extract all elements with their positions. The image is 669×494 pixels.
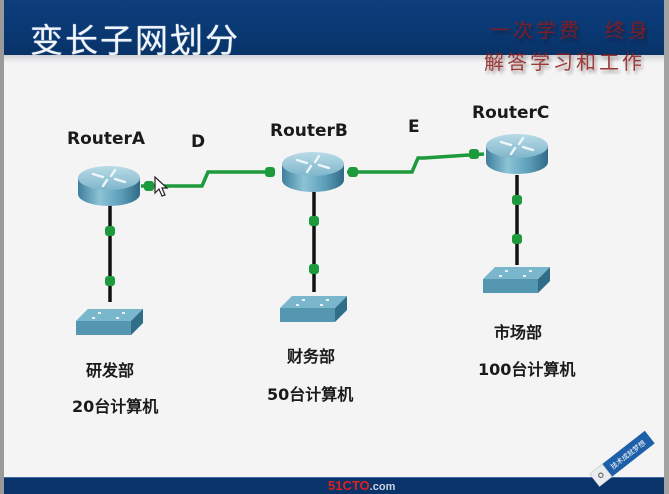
serial-link-e[interactable] [347, 149, 485, 177]
router-b-label: RouterB [270, 121, 348, 141]
dept-c-name: 市场部 [494, 323, 543, 342]
window-edge [664, 0, 669, 494]
router-c-icon[interactable] [486, 134, 548, 174]
dept-c-hosts: 100台计算机 [478, 360, 576, 379]
dept-b-hosts: 50台计算机 [267, 385, 354, 404]
ribbon-tag: 技术成就梦想 [589, 430, 655, 487]
brand-logo: 51CTO.com [328, 478, 395, 494]
switch-b-icon[interactable] [280, 296, 347, 322]
port-b-serial-right [348, 167, 358, 177]
slide-title: 变长子网划分 [30, 21, 240, 60]
slide-footer [4, 477, 664, 494]
ethernet-link-c[interactable] [512, 175, 522, 265]
serial-link-d[interactable] [141, 167, 275, 191]
watermark-line-1: 一次学费 终身 [490, 18, 651, 42]
switch-a-icon[interactable] [76, 309, 143, 335]
router-a-icon[interactable] [78, 166, 140, 206]
ethernet-link-a[interactable] [105, 205, 115, 302]
network-diagram [76, 134, 550, 335]
port-c-serial [469, 149, 479, 159]
mouse-cursor-icon [154, 175, 169, 197]
brand-name: 51CTO [328, 478, 370, 493]
header-shadow [4, 55, 664, 63]
router-c-label: RouterC [472, 103, 550, 123]
router-a-label: RouterA [67, 129, 146, 149]
ethernet-link-b[interactable] [309, 192, 319, 292]
link-d-label: D [191, 132, 206, 152]
dept-b-name: 财务部 [287, 347, 336, 366]
link-e-label: E [408, 117, 420, 137]
port-a-serial [144, 181, 154, 191]
dept-a-name: 研发部 [86, 361, 135, 380]
dept-a-hosts: 20台计算机 [72, 397, 159, 416]
switch-c-icon[interactable] [483, 267, 550, 293]
router-b-icon[interactable] [282, 152, 344, 192]
brand-suffix: .com [369, 481, 396, 493]
watermark-line-2: 解答学习和工作 [484, 50, 645, 74]
slide-header [4, 0, 664, 55]
slide: 变长子网划分 一次学费 终身 解答学习和工作 [4, 0, 664, 494]
port-b-serial-left [265, 167, 275, 177]
